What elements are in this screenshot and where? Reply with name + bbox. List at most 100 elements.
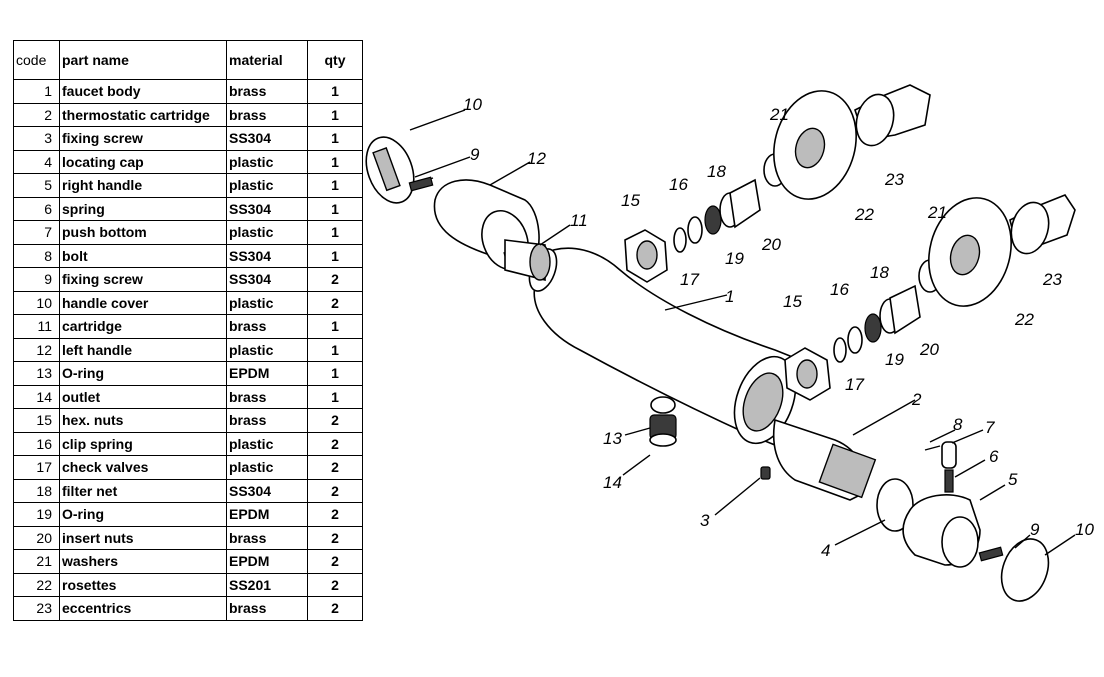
cell-qty: 1 — [307, 79, 363, 104]
cell-code: 18 — [13, 478, 60, 503]
callout-9b: 9 — [1030, 520, 1040, 539]
outlet-part — [649, 396, 677, 447]
callout-6: 6 — [989, 447, 999, 466]
cell-material: plastic — [226, 220, 308, 245]
cell-part-name: O-ring — [59, 502, 227, 527]
cell-code: 21 — [13, 549, 60, 574]
cell-material: brass — [226, 596, 308, 621]
cell-code: 12 — [13, 337, 60, 362]
callout-16: 16 — [669, 175, 688, 194]
cell-part-name: eccentrics — [59, 596, 227, 621]
callout-10: 10 — [463, 95, 482, 114]
cell-qty: 2 — [307, 596, 363, 621]
cell-code: 2 — [13, 102, 60, 127]
cell-part-name: left handle — [59, 337, 227, 362]
callout-23b: 23 — [1042, 270, 1062, 289]
cell-qty: 1 — [307, 337, 363, 362]
cell-part-name: spring — [59, 196, 227, 221]
cell-part-name: fixing screw — [59, 126, 227, 151]
cell-part-name: handle cover — [59, 290, 227, 315]
cell-material: plastic — [226, 455, 308, 480]
cell-code: 4 — [13, 149, 60, 174]
cell-material: SS304 — [226, 126, 308, 151]
cell-material: brass — [226, 314, 308, 339]
callout-10b: 10 — [1075, 520, 1094, 539]
callout-19b: 19 — [885, 350, 904, 369]
cell-code: 19 — [13, 502, 60, 527]
cell-material: SS304 — [226, 478, 308, 503]
cell-code: 9 — [13, 267, 60, 292]
cell-code: 5 — [13, 173, 60, 198]
cell-qty: 2 — [307, 267, 363, 292]
cell-qty: 1 — [307, 384, 363, 409]
cell-part-name: fixing screw — [59, 267, 227, 292]
fixing-screw-part — [760, 466, 771, 480]
cell-part-name: faucet body — [59, 79, 227, 104]
cell-part-name: washers — [59, 549, 227, 574]
callout-12: 12 — [527, 149, 546, 168]
cell-part-name: thermostatic cartridge — [59, 102, 227, 127]
callout-4: 4 — [821, 541, 830, 560]
cell-part-name: clip spring — [59, 431, 227, 456]
header-code: code — [13, 40, 60, 80]
callout-15b: 15 — [783, 292, 802, 311]
cell-code: 17 — [13, 455, 60, 480]
cell-qty: 2 — [307, 572, 363, 597]
callout-1: 1 — [725, 287, 734, 306]
cell-code: 6 — [13, 196, 60, 221]
callout-15: 15 — [621, 191, 640, 210]
callout-8: 8 — [953, 415, 963, 434]
cell-part-name: check valves — [59, 455, 227, 480]
callout-3: 3 — [700, 511, 710, 530]
callout-20: 20 — [761, 235, 781, 254]
cell-qty: 2 — [307, 431, 363, 456]
cell-code: 20 — [13, 525, 60, 550]
cell-material: brass — [226, 408, 308, 433]
header-material: material — [226, 40, 308, 80]
cell-qty: 2 — [307, 455, 363, 480]
cell-material: SS304 — [226, 267, 308, 292]
cell-code: 13 — [13, 361, 60, 386]
cell-qty: 1 — [307, 149, 363, 174]
cell-code: 1 — [13, 79, 60, 104]
cell-material: brass — [226, 102, 308, 127]
exploded-view-diagram: 1 2 3 4 5 6 7 8 9 10 11 12 13 14 15 16 1… — [365, 84, 1094, 602]
callout-21: 21 — [769, 105, 789, 124]
cell-material: SS304 — [226, 243, 308, 268]
callout-7: 7 — [985, 418, 995, 437]
left-handle-group — [365, 136, 551, 282]
right-handle-group — [876, 441, 1050, 602]
callout-5: 5 — [1008, 470, 1018, 489]
callout-2: 2 — [911, 390, 922, 409]
cell-material: EPDM — [226, 502, 308, 527]
cell-qty: 1 — [307, 314, 363, 339]
cell-part-name: O-ring — [59, 361, 227, 386]
cell-material: SS201 — [226, 572, 308, 597]
callout-16b: 16 — [830, 280, 849, 299]
cell-code: 11 — [13, 314, 60, 339]
cell-code: 22 — [13, 572, 60, 597]
callout-18b: 18 — [870, 263, 889, 282]
cell-code: 16 — [13, 431, 60, 456]
callout-23: 23 — [884, 170, 904, 189]
header-qty: qty — [307, 40, 363, 80]
cell-code: 15 — [13, 408, 60, 433]
header-part-name: part name — [59, 40, 227, 80]
